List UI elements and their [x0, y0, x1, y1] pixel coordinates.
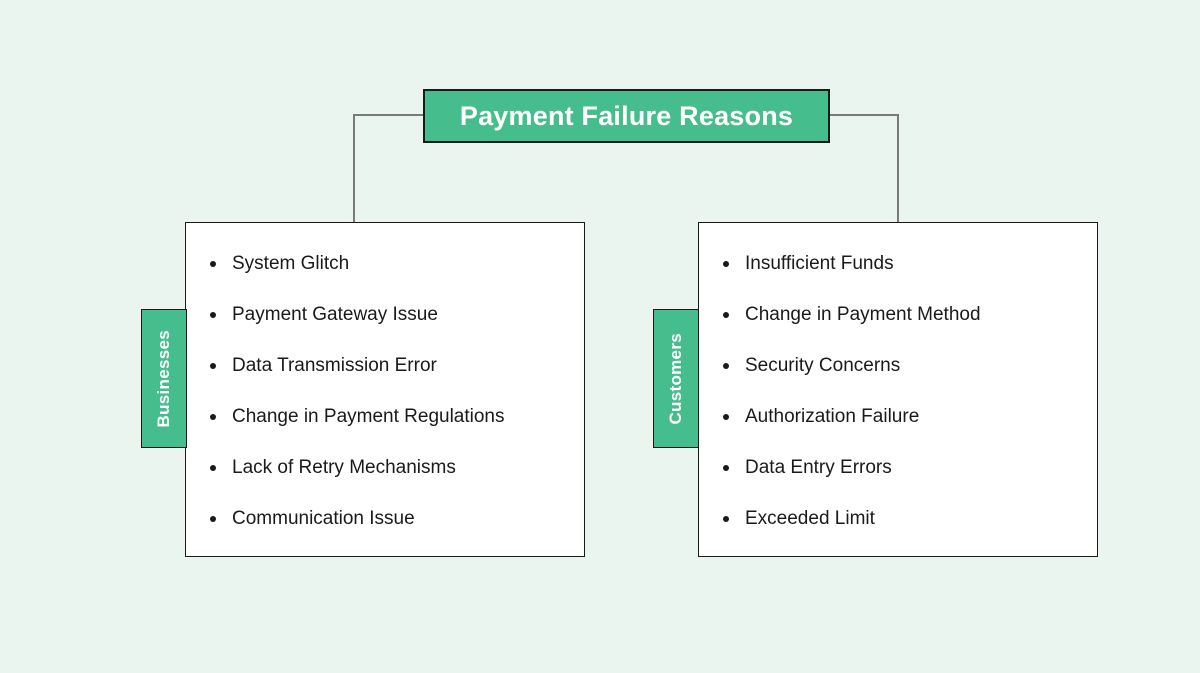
bullet-icon — [210, 464, 216, 471]
list-item: Payment Gateway Issue — [210, 289, 584, 340]
bullet-icon — [723, 311, 729, 318]
list-item-text: Change in Payment Method — [745, 303, 981, 325]
bullet-icon — [210, 260, 216, 267]
connector-right-horizontal-line — [829, 114, 899, 116]
bullet-icon — [210, 413, 216, 420]
bullet-icon — [723, 464, 729, 471]
list-item: Authorization Failure — [723, 391, 1097, 442]
list-item: Change in Payment Regulations — [210, 391, 584, 442]
list-item-text: Exceeded Limit — [745, 507, 875, 529]
businesses-tab-text: Businesses — [154, 329, 173, 428]
list-item-text: Data Entry Errors — [745, 456, 892, 478]
bullet-icon — [723, 413, 729, 420]
customers-reasons-list: Insufficient Funds Change in Payment Met… — [699, 223, 1097, 544]
list-item-text: System Glitch — [232, 252, 350, 274]
businesses-box: System Glitch Payment Gateway Issue Data… — [185, 222, 585, 557]
customers-tab-text: Customers — [666, 332, 685, 425]
connector-right-vertical-line — [897, 114, 899, 222]
list-item: Insufficient Funds — [723, 238, 1097, 289]
list-item: Security Concerns — [723, 340, 1097, 391]
connector-left-vertical-line — [353, 114, 355, 222]
list-item: Exceeded Limit — [723, 493, 1097, 544]
list-item-text: Lack of Retry Mechanisms — [232, 456, 456, 478]
list-item-text: Insufficient Funds — [745, 252, 894, 274]
list-item: Data Transmission Error — [210, 340, 584, 391]
bullet-icon — [723, 515, 729, 522]
list-item: Change in Payment Method — [723, 289, 1097, 340]
title-node: Payment Failure Reasons — [423, 89, 830, 143]
bullet-icon — [723, 260, 729, 267]
bullet-icon — [723, 362, 729, 369]
list-item: Data Entry Errors — [723, 442, 1097, 493]
list-item: System Glitch — [210, 238, 584, 289]
list-item-text: Authorization Failure — [745, 405, 920, 427]
bullet-icon — [210, 362, 216, 369]
list-item-text: Security Concerns — [745, 354, 901, 376]
customers-box: Insufficient Funds Change in Payment Met… — [698, 222, 1098, 557]
list-item-text: Data Transmission Error — [232, 354, 437, 376]
bullet-icon — [210, 515, 216, 522]
diagram-title: Payment Failure Reasons — [459, 100, 794, 131]
list-item: Communication Issue — [210, 493, 584, 544]
customers-tab-label: Customers — [653, 309, 699, 448]
bullet-icon — [210, 311, 216, 318]
list-item-text: Change in Payment Regulations — [232, 405, 505, 427]
list-item-text: Payment Gateway Issue — [232, 303, 438, 325]
list-item-text: Communication Issue — [232, 507, 415, 529]
businesses-reasons-list: System Glitch Payment Gateway Issue Data… — [186, 223, 584, 544]
connector-left-horizontal-line — [353, 114, 423, 116]
businesses-tab-label: Businesses — [141, 309, 187, 448]
list-item: Lack of Retry Mechanisms — [210, 442, 584, 493]
